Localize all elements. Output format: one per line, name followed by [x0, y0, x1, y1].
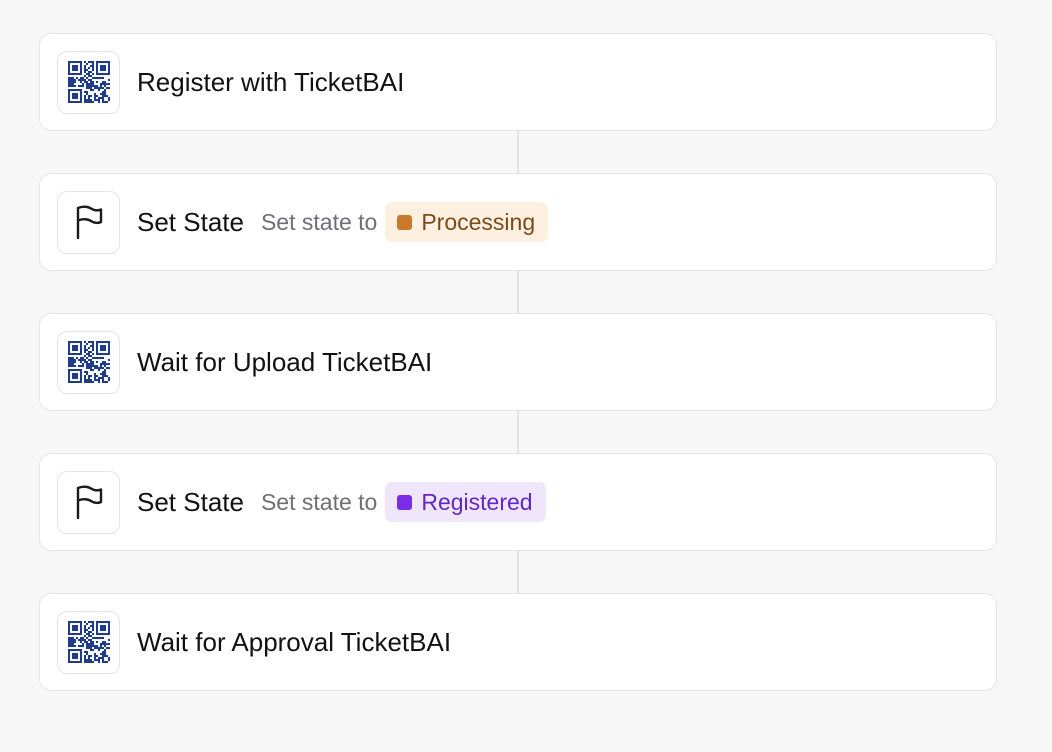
qr-code-icon	[67, 61, 110, 103]
workflow-steps: Register with TicketBAI Set State Set st…	[39, 33, 997, 691]
state-badge-registered: Registered	[385, 482, 546, 522]
step-connector	[517, 271, 519, 313]
step-title: Register with TicketBAI	[137, 66, 405, 97]
state-label: Processing	[421, 208, 536, 235]
workflow-step-register-ticketbai[interactable]: Register with TicketBAI	[39, 33, 997, 131]
step-title: Wait for Approval TicketBAI	[137, 626, 452, 657]
state-badge-processing: Processing	[385, 202, 549, 242]
step-connector	[517, 411, 519, 453]
step-icon-container	[57, 50, 120, 114]
flag-icon	[76, 205, 102, 239]
workflow-step-wait-upload-ticketbai[interactable]: Wait for Upload TicketBAI	[39, 313, 997, 411]
step-connector	[517, 131, 519, 173]
qr-code-icon	[67, 621, 110, 663]
state-color-dot	[397, 214, 413, 230]
workflow-step-set-state-registered[interactable]: Set State Set state to Registered	[39, 453, 997, 551]
qr-code-icon	[67, 341, 110, 383]
workflow-step-wait-approval-ticketbai[interactable]: Wait for Approval TicketBAI	[39, 593, 997, 691]
step-icon-container	[57, 610, 120, 674]
state-label: Registered	[421, 488, 533, 515]
flag-icon	[76, 485, 102, 519]
workflow-step-set-state-processing[interactable]: Set State Set state to Processing	[39, 173, 997, 271]
step-title: Set State	[137, 486, 244, 517]
step-icon-container	[57, 190, 120, 254]
step-connector	[517, 551, 519, 593]
step-title: Wait for Upload TicketBAI	[137, 346, 433, 377]
step-title: Set State	[137, 206, 244, 237]
step-icon-container	[57, 470, 120, 534]
step-description: Set state to	[260, 208, 378, 235]
state-color-dot	[397, 494, 413, 510]
step-description: Set state to	[260, 488, 378, 515]
step-icon-container	[57, 330, 120, 394]
